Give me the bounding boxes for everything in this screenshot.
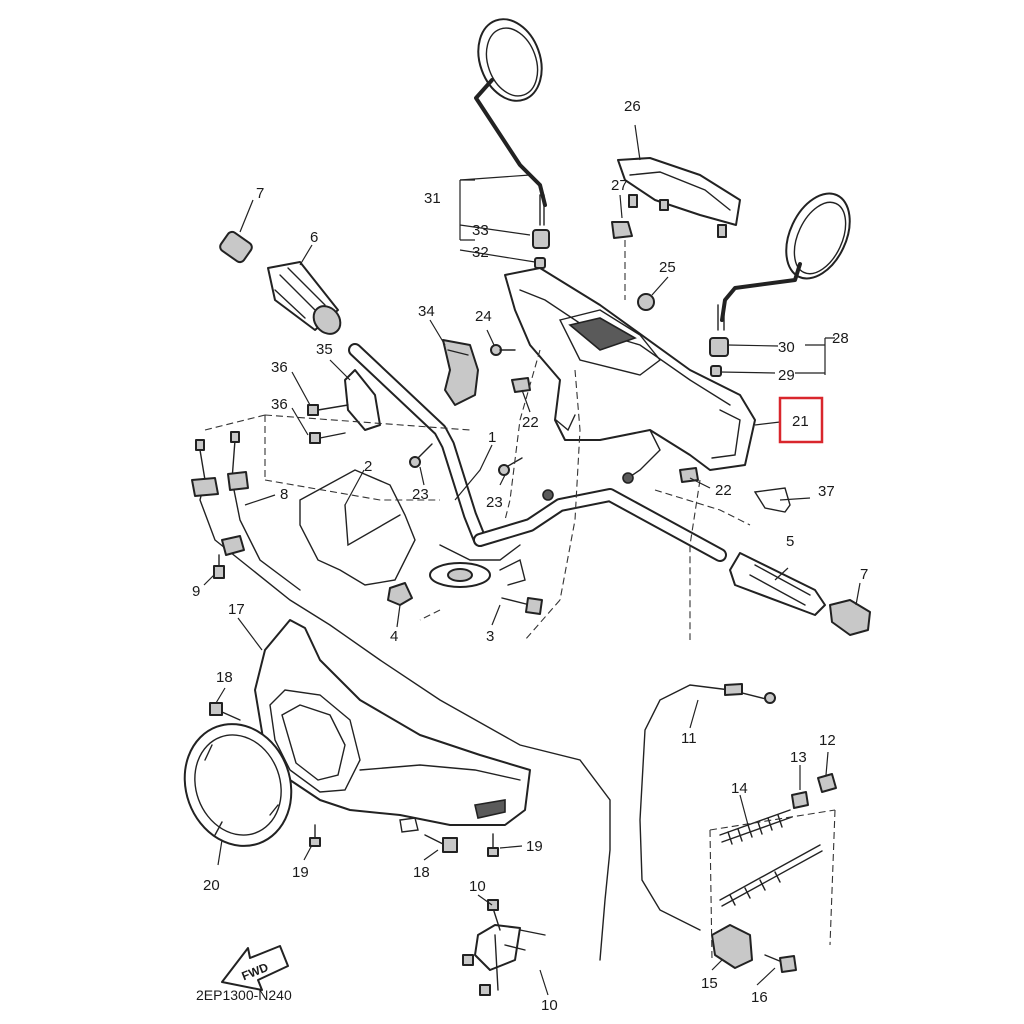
grip-left <box>267 261 342 335</box>
callout-11: 11 <box>681 730 697 747</box>
grip-right <box>729 552 826 616</box>
callout-9: 9 <box>192 583 200 600</box>
callout-3: 3 <box>486 628 494 645</box>
callout-18-right: 18 <box>413 864 430 881</box>
screw-19-left <box>309 824 321 847</box>
callout-24: 24 <box>475 308 492 325</box>
screw-23-right <box>498 457 523 476</box>
callout-4: 4 <box>390 628 398 645</box>
screw-18-left <box>209 702 241 721</box>
bolt-16 <box>764 954 797 973</box>
callout-28: 28 <box>832 330 849 347</box>
fwd-arrow-icon: FWD <box>221 945 289 991</box>
callout-26: 26 <box>624 98 641 115</box>
nut-22-left <box>511 377 531 393</box>
callout-29: 29 <box>778 367 795 384</box>
cable-guide-15 <box>711 924 753 969</box>
callout-15: 15 <box>701 975 718 992</box>
callout-7-right: 7 <box>860 566 868 583</box>
bolt-36-lower <box>309 432 346 444</box>
callout-21: 21 <box>792 413 809 430</box>
callout-1: 1 <box>488 429 496 446</box>
callout-27: 27 <box>611 177 628 194</box>
holder-upper <box>442 339 479 406</box>
meter-clip <box>611 221 633 239</box>
part-21-highlight <box>778 396 824 444</box>
callout-22-upper: 22 <box>522 414 539 431</box>
holder-lower <box>344 369 381 431</box>
callout-10-lower: 10 <box>541 997 558 1014</box>
callout-12: 12 <box>819 732 836 749</box>
grommet-25 <box>637 293 655 311</box>
callout-37: 37 <box>818 483 835 500</box>
bracket-10 <box>462 899 546 996</box>
callout-33: 33 <box>472 222 489 239</box>
cable-end-13 <box>791 791 809 809</box>
callout-5: 5 <box>786 533 794 550</box>
callout-25: 25 <box>659 259 676 276</box>
screw-23-left <box>409 443 433 468</box>
meter-cover <box>617 157 741 238</box>
callout-14: 14 <box>731 780 748 797</box>
spring-14 <box>719 809 793 845</box>
screw-9 <box>213 554 225 579</box>
callout-labels: 1 2 3 4 5 6 7 7 8 9 10 10 11 12 13 14 15… <box>192 98 868 1014</box>
callout-30: 30 <box>778 339 795 356</box>
callout-2: 2 <box>364 458 372 475</box>
callout-19-left: 19 <box>292 864 309 881</box>
callout-32: 32 <box>472 244 489 261</box>
throttle-cable <box>639 683 776 931</box>
screw-24 <box>490 344 516 356</box>
emblem-plate <box>299 469 416 586</box>
cable-inner <box>719 844 823 907</box>
callout-20: 20 <box>203 877 220 894</box>
dashed-guides <box>204 240 836 961</box>
mirror-right <box>709 192 851 377</box>
callout-17: 17 <box>228 601 245 618</box>
plate-37 <box>753 487 791 513</box>
callout-13: 13 <box>790 749 807 766</box>
handle-cover-rear <box>504 267 756 484</box>
nut-12 <box>817 773 837 793</box>
cable-8 <box>191 431 611 961</box>
bolt-3 <box>501 597 543 615</box>
callout-22-lower: 22 <box>715 482 732 499</box>
callout-16: 16 <box>751 989 768 1006</box>
callout-19-right: 19 <box>526 838 543 855</box>
catalog-code: 2EP1300-N240 <box>196 987 292 1003</box>
callout-36-upper: 36 <box>271 359 288 376</box>
callout-7-left: 7 <box>256 185 264 202</box>
callout-31: 31 <box>424 190 441 207</box>
callout-6: 6 <box>310 229 318 246</box>
callout-36-lower: 36 <box>271 396 288 413</box>
front-cover <box>254 619 531 833</box>
collar-4 <box>387 582 413 606</box>
leader-lines <box>203 124 861 996</box>
handlebar <box>348 343 727 588</box>
bolt-36-upper <box>307 404 349 416</box>
callout-34: 34 <box>418 303 435 320</box>
callout-10-upper: 10 <box>469 878 486 895</box>
mirror-left <box>474 18 550 269</box>
grip-end-left <box>219 230 253 264</box>
headlight-rim <box>183 723 293 847</box>
nut-22-right <box>679 467 699 483</box>
callout-18-left: 18 <box>216 669 233 686</box>
grip-end-right <box>829 599 871 636</box>
callout-35: 35 <box>316 341 333 358</box>
callout-8: 8 <box>280 486 288 503</box>
callout-23-right: 23 <box>486 494 503 511</box>
screw-18-right <box>424 834 458 853</box>
screw-19-right <box>487 833 499 857</box>
callout-23-left: 23 <box>412 486 429 503</box>
